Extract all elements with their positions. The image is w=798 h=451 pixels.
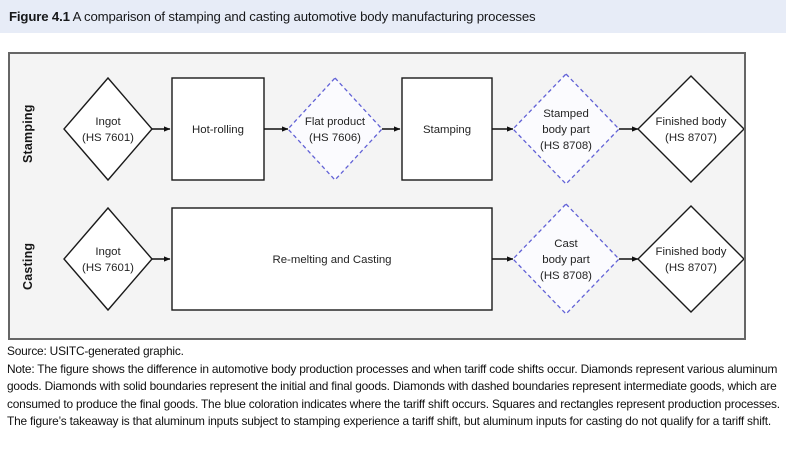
node-stamping-flat-product-line2: (HS 7606) <box>309 132 361 144</box>
figure-frame: Stamping Casting Ingot (HS 7601) Hot-rol… <box>8 52 746 340</box>
node-stamping-flat-product-line1: Flat product <box>305 116 366 128</box>
node-stamping-stamped-body-part-line1: Stamped <box>543 108 589 120</box>
note-line: Note: The figure shows the difference in… <box>7 361 780 429</box>
node-stamping-ingot-line2: (HS 7601) <box>82 132 134 144</box>
figure-title-band: Figure 4.1 A comparison of stamping and … <box>0 0 786 33</box>
node-casting-remelting-label: Re-melting and Casting <box>272 254 391 266</box>
node-stamping-ingot-line1: Ingot <box>95 116 121 128</box>
figure-notes: Source: USITC-generated graphic. Note: T… <box>7 343 789 431</box>
figure-number: Figure 4.1 <box>9 9 70 24</box>
node-stamping-flat-product <box>287 77 383 181</box>
node-stamping-stamping-label: Stamping <box>423 124 471 136</box>
node-stamping-stamped-body-part <box>512 73 620 185</box>
node-casting-ingot <box>63 206 153 312</box>
node-casting-finished-body <box>637 205 744 313</box>
node-stamping-stamped-body-part-line3: (HS 8708) <box>540 140 592 152</box>
page-title: Figure 4.1 A comparison of stamping and … <box>9 9 536 24</box>
node-casting-remelting <box>171 207 493 311</box>
node-casting-cast-body-part <box>512 203 620 315</box>
node-stamping-finished-body-line1: Finished body <box>656 116 727 128</box>
node-casting-cast-body-part-line2: body part <box>542 254 590 266</box>
process-flow-diagram: Ingot (HS 7601) Hot-rolling Flat product… <box>63 73 744 315</box>
node-stamping-stamped-body-part-line2: body part <box>542 124 590 136</box>
node-casting-cast-body-part-line3: (HS 8708) <box>540 270 592 282</box>
source-line: Source: USITC-generated graphic. <box>7 344 184 358</box>
node-casting-finished-body-line2: (HS 8707) <box>665 262 717 274</box>
node-stamping-ingot <box>63 76 153 182</box>
node-casting-ingot-line1: Ingot <box>95 246 121 258</box>
node-stamping-stamping <box>401 77 493 181</box>
figure-caption: A comparison of stamping and casting aut… <box>69 9 536 24</box>
node-casting-ingot-line2: (HS 7601) <box>82 262 134 274</box>
node-stamping-finished-body <box>637 75 744 183</box>
node-casting-finished-body-line1: Finished body <box>656 246 727 258</box>
node-casting-cast-body-part-line1: Cast <box>554 238 578 250</box>
node-stamping-hot-rolling-label: Hot-rolling <box>192 124 244 136</box>
node-stamping-finished-body-line2: (HS 8707) <box>665 132 717 144</box>
